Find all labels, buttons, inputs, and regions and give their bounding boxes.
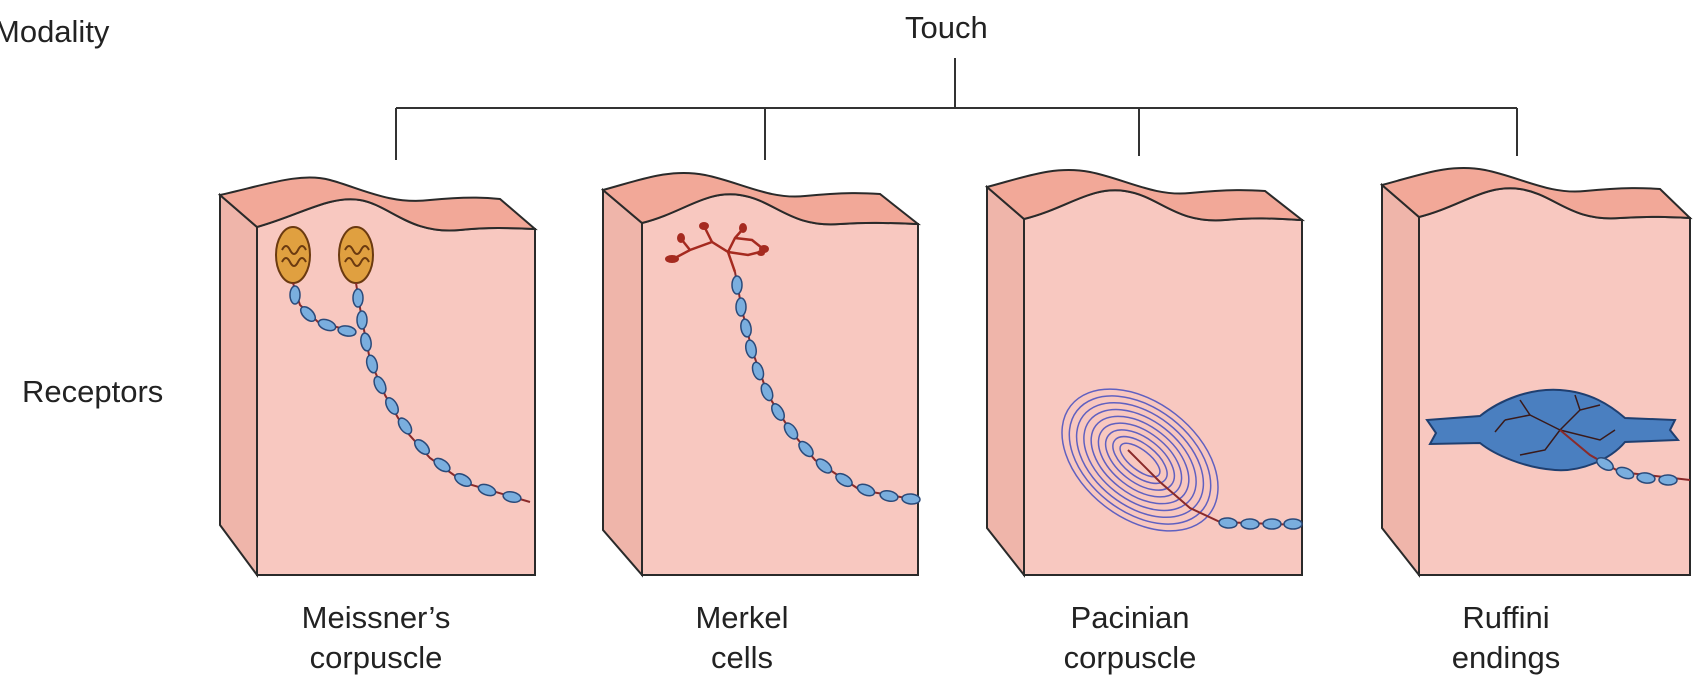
merkel-block-side (603, 190, 642, 575)
meissner-block-side (220, 195, 257, 575)
meissner-capsule-right (339, 227, 373, 283)
ruffini-caption-line2: endings (1376, 638, 1636, 678)
merkel-caption: Merkel cells (612, 598, 872, 678)
merkel-caption-line1: Merkel (612, 598, 872, 638)
pacinian-caption-line2: corpuscle (1000, 638, 1260, 678)
meissner-caption-line2: corpuscle (246, 638, 506, 678)
modality-label: Modality (0, 12, 109, 52)
ruffini-block-side (1382, 185, 1419, 575)
ruffini-skin-block (1382, 168, 1690, 575)
touch-label: Touch (905, 8, 988, 48)
ruffini-block-front (1419, 188, 1690, 575)
merkel-caption-line2: cells (612, 638, 872, 678)
pacinian-block-side (987, 187, 1024, 575)
ruffini-caption: Ruffini endings (1376, 598, 1636, 678)
pacinian-caption-line1: Pacinian (1000, 598, 1260, 638)
merkel-block-front (642, 194, 918, 575)
ruffini-caption-line1: Ruffini (1376, 598, 1636, 638)
receptors-label: Receptors (22, 372, 163, 412)
pacinian-caption: Pacinian corpuscle (1000, 598, 1260, 678)
meissner-caption-line1: Meissner’s (246, 598, 506, 638)
meissner-capsule-left (276, 227, 310, 283)
hierarchy-tree (396, 58, 1517, 160)
meissner-caption: Meissner’s corpuscle (246, 598, 506, 678)
